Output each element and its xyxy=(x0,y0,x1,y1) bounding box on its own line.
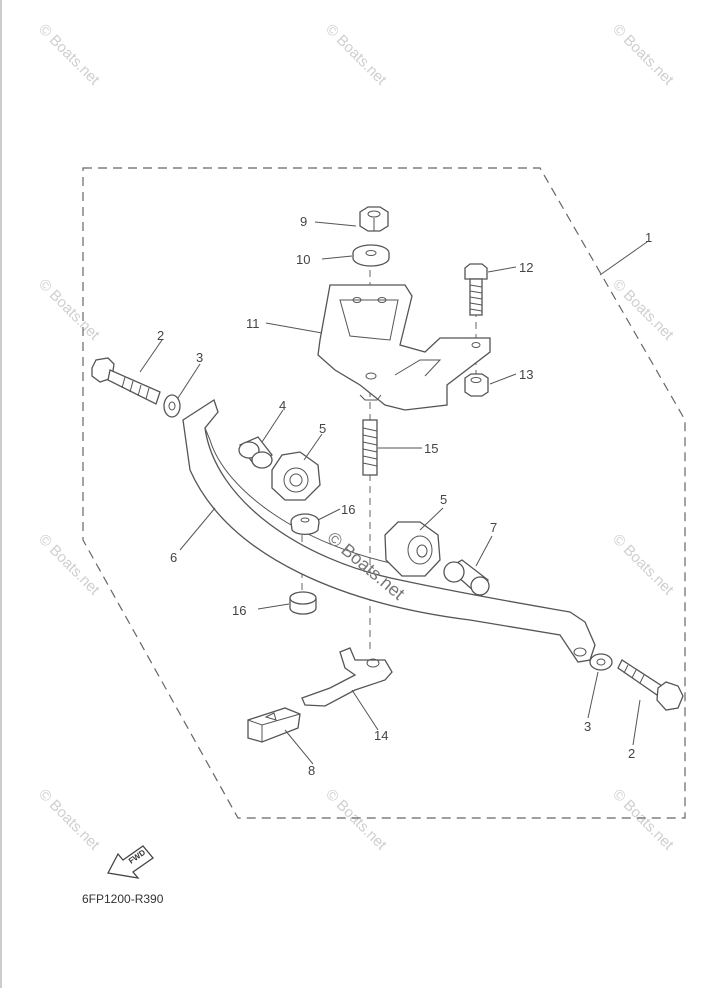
part-mount-5-upper xyxy=(271,451,321,501)
part-bracket-11 xyxy=(317,284,491,411)
callout-label: 5 xyxy=(440,492,447,507)
part-plate-14 xyxy=(301,647,393,707)
callout-label: 12 xyxy=(519,260,533,275)
callout-label: 7 xyxy=(490,520,497,535)
watermark: © Boats.net xyxy=(35,276,103,344)
callout-label: 11 xyxy=(246,316,260,331)
callout-labels: 1 2 2 3 3 4 5 5 6 7 8 9 10 11 12 13 14 1… xyxy=(157,214,652,778)
watermark-grid: © Boats.net © Boats.net © Boats.net © Bo… xyxy=(35,21,677,854)
fwd-arrow-icon: FWD xyxy=(107,845,154,879)
part-washer-3-right xyxy=(589,653,613,671)
part-bolt-2-left xyxy=(91,357,161,405)
callout-label: 9 xyxy=(300,214,307,229)
part-stud-15 xyxy=(362,419,378,476)
callout-label: 1 xyxy=(645,230,652,245)
callout-label: 13 xyxy=(519,367,533,382)
assembly-boundary xyxy=(82,167,686,819)
part-collar-7 xyxy=(443,559,490,596)
part-washer-10 xyxy=(352,244,390,267)
part-grommet-16-lower xyxy=(289,591,317,615)
callout-label: 2 xyxy=(628,746,635,761)
callout-label: 16 xyxy=(341,502,355,517)
watermark: © Boats.net xyxy=(322,21,390,89)
watermark: © Boats.net xyxy=(609,531,677,599)
callout-label: 2 xyxy=(157,328,164,343)
watermark: © Boats.net xyxy=(35,786,103,854)
part-bracket-6 xyxy=(182,398,596,663)
part-washer-3-left xyxy=(163,394,181,418)
watermark: © Boats.net xyxy=(35,531,103,599)
callout-label: 4 xyxy=(279,398,286,413)
part-nut-13 xyxy=(464,373,489,397)
callout-label: 10 xyxy=(296,252,310,267)
callout-label: 16 xyxy=(232,603,246,618)
callout-label: 3 xyxy=(584,719,591,734)
watermark: © Boats.net xyxy=(322,786,390,854)
watermark: © Boats.net xyxy=(609,276,677,344)
callout-label: 5 xyxy=(319,421,326,436)
part-bolt-2-right xyxy=(617,659,684,711)
callout-label: 3 xyxy=(196,350,203,365)
part-collar-4 xyxy=(238,436,273,469)
watermark: © Boats.net xyxy=(609,21,677,89)
part-mount-5-lower xyxy=(384,521,441,577)
leader-lines xyxy=(139,221,648,765)
callout-label: 14 xyxy=(374,728,388,743)
part-nut-9 xyxy=(359,206,389,232)
callout-label: 6 xyxy=(170,550,177,565)
part-code: 6FP1200-R390 xyxy=(82,892,164,906)
callout-label: 15 xyxy=(424,441,438,456)
watermark: © Boats.net xyxy=(609,786,677,854)
watermark: © Boats.net xyxy=(35,21,103,89)
part-block-8 xyxy=(247,707,301,743)
part-bolt-12 xyxy=(464,263,488,316)
part-grommet-16-upper xyxy=(290,513,320,536)
callout-label: 8 xyxy=(308,763,315,778)
